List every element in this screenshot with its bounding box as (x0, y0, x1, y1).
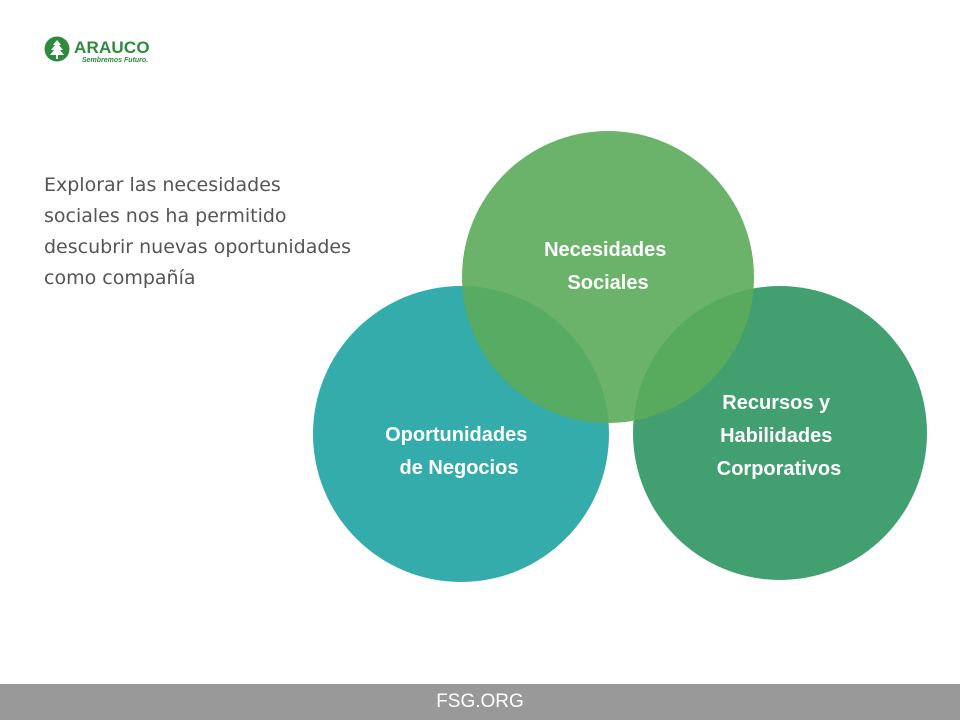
circle-necesidades (462, 131, 754, 423)
label-recursos: Recursos y Habilidades Corporativos (717, 392, 841, 480)
label-recursos-line: Corporativos (717, 458, 841, 480)
intro-line: descubrir nuevas oportunidades (44, 236, 352, 258)
logo-tagline: Sembremos Futuro. (82, 57, 149, 64)
intro-text: Explorar las necesidades sociales nos ha… (44, 170, 414, 294)
label-necesidades-line: Sociales (567, 272, 648, 294)
venn-diagram: Necesidades Sociales Oportunidades de Ne… (313, 131, 927, 582)
intro-line: sociales nos ha permitido (44, 205, 287, 227)
footer-bar: FSG.ORG (0, 684, 960, 720)
label-oportunidades-line: de Negocios (400, 457, 519, 479)
label-oportunidades: Oportunidades de Negocios (385, 424, 533, 479)
tree-icon (44, 36, 70, 62)
label-necesidades: Necesidades Sociales (544, 239, 672, 294)
intro-line: Explorar las necesidades (44, 174, 281, 196)
footer-link[interactable]: FSG.ORG (436, 691, 524, 712)
logo-brand-name: ARAUCO (74, 38, 150, 57)
arauco-logo: ARAUCO Sembremos Futuro. (44, 36, 174, 70)
label-recursos-line: Recursos y (722, 392, 831, 414)
label-necesidades-line: Necesidades (544, 239, 666, 261)
label-oportunidades-line: Oportunidades (385, 424, 527, 446)
intro-line: como compañía (44, 267, 196, 289)
label-recursos-line: Habilidades (720, 425, 832, 447)
